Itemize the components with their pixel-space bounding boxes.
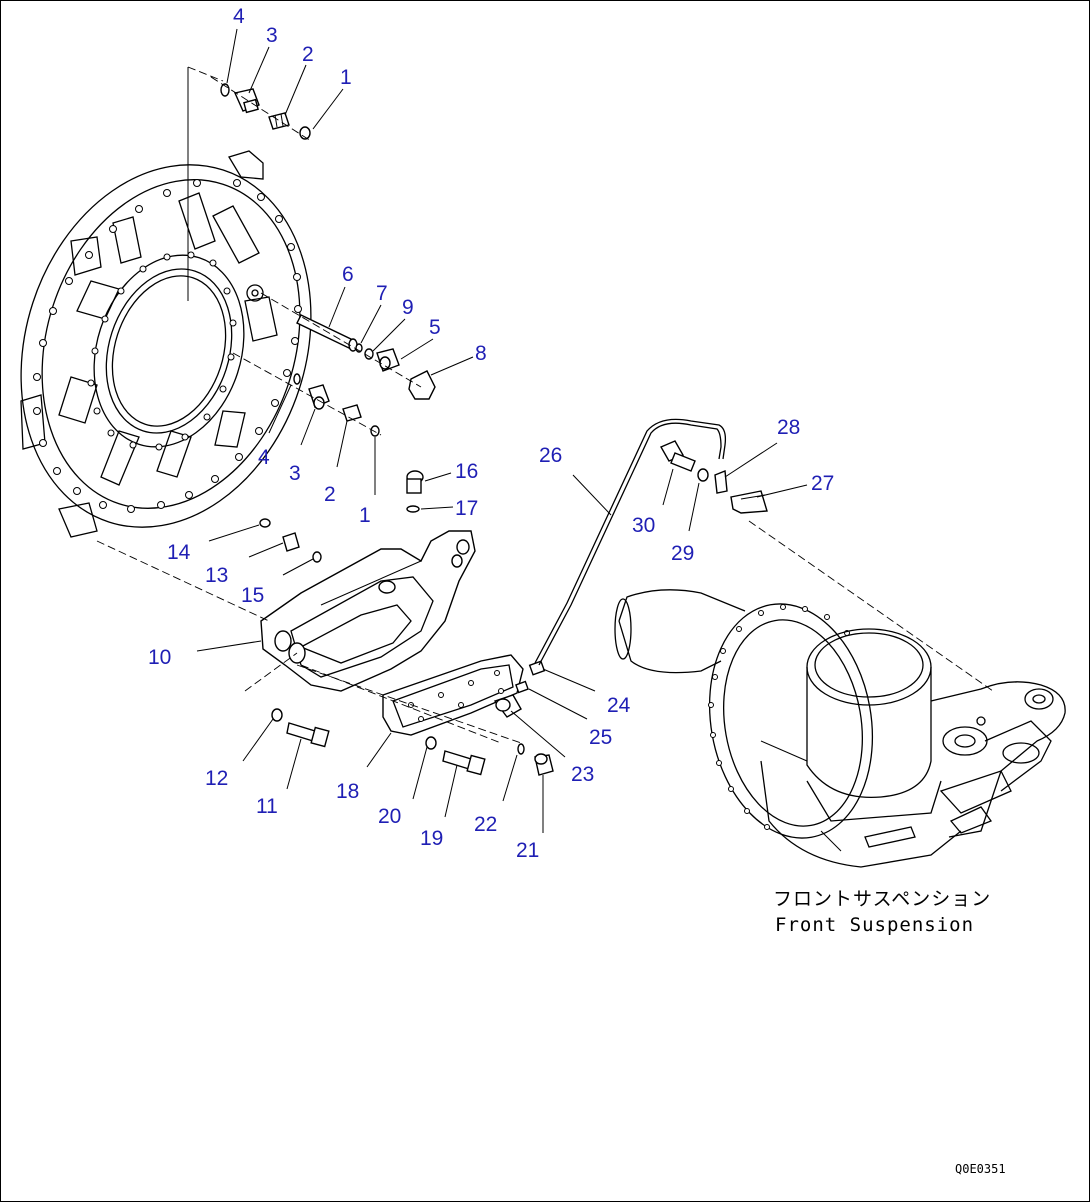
fittings-23-25	[493, 660, 546, 718]
bolt-11-washer-12	[244, 652, 330, 748]
mid-fittings	[260, 292, 436, 400]
callout-23: 23	[571, 763, 594, 786]
brake-tube	[534, 418, 727, 666]
callout-6: 6	[342, 263, 354, 286]
callout-27: 27	[811, 472, 834, 495]
caption-japanese: フロントサスペンション	[773, 888, 991, 910]
callout-29: 29	[671, 542, 694, 565]
callout-15: 15	[241, 584, 264, 607]
caption-english: Front Suspension	[775, 914, 974, 936]
callout-10: 10	[148, 646, 171, 669]
callout-19: 19	[420, 827, 443, 850]
callout-20: 20	[378, 805, 401, 828]
callout-17: 17	[455, 497, 478, 520]
callout-4: 4	[233, 5, 245, 28]
callout-14: 14	[167, 541, 191, 564]
callout-3b: 3	[289, 462, 301, 485]
brake-pad	[382, 654, 524, 736]
callout-5: 5	[429, 316, 441, 339]
leader-lines	[196, 28, 808, 833]
callout-30: 30	[632, 514, 655, 537]
callout-4b: 4	[258, 446, 270, 469]
callout-numbers: 4 3 2 1 6 7 9 5 8 4 3 2 1 16 17 14 13 15…	[148, 5, 834, 862]
callout-26: 26	[539, 444, 562, 467]
callout-2: 2	[302, 43, 314, 66]
callout-28: 28	[777, 416, 800, 439]
bolt-19-washer-20	[300, 664, 502, 776]
figure-id: Q0E0351	[955, 1162, 1006, 1176]
callout-16: 16	[455, 460, 478, 483]
callout-3: 3	[266, 24, 278, 47]
callout-12: 12	[205, 767, 228, 790]
callout-22: 22	[474, 813, 497, 836]
callout-1b: 1	[359, 504, 371, 527]
callout-1: 1	[340, 66, 352, 89]
callout-25: 25	[589, 726, 612, 749]
callout-13: 13	[205, 564, 228, 587]
callout-8: 8	[475, 342, 487, 365]
callout-24: 24	[607, 694, 631, 717]
callout-11: 11	[256, 795, 278, 818]
bracket-small-parts	[259, 518, 322, 563]
callout-9: 9	[402, 296, 414, 319]
front-suspension-drawing	[614, 589, 1066, 868]
callout-7: 7	[376, 282, 388, 305]
top-fittings	[210, 76, 312, 142]
callout-18: 18	[336, 780, 359, 803]
callout-2b: 2	[324, 483, 336, 506]
lower-fittings	[232, 352, 382, 437]
callout-21: 21	[516, 839, 539, 862]
bolt-16-washer-17	[406, 470, 424, 513]
bleeder-21-22	[517, 743, 554, 776]
brake-disc	[20, 150, 312, 538]
caliper-bracket	[260, 530, 476, 692]
